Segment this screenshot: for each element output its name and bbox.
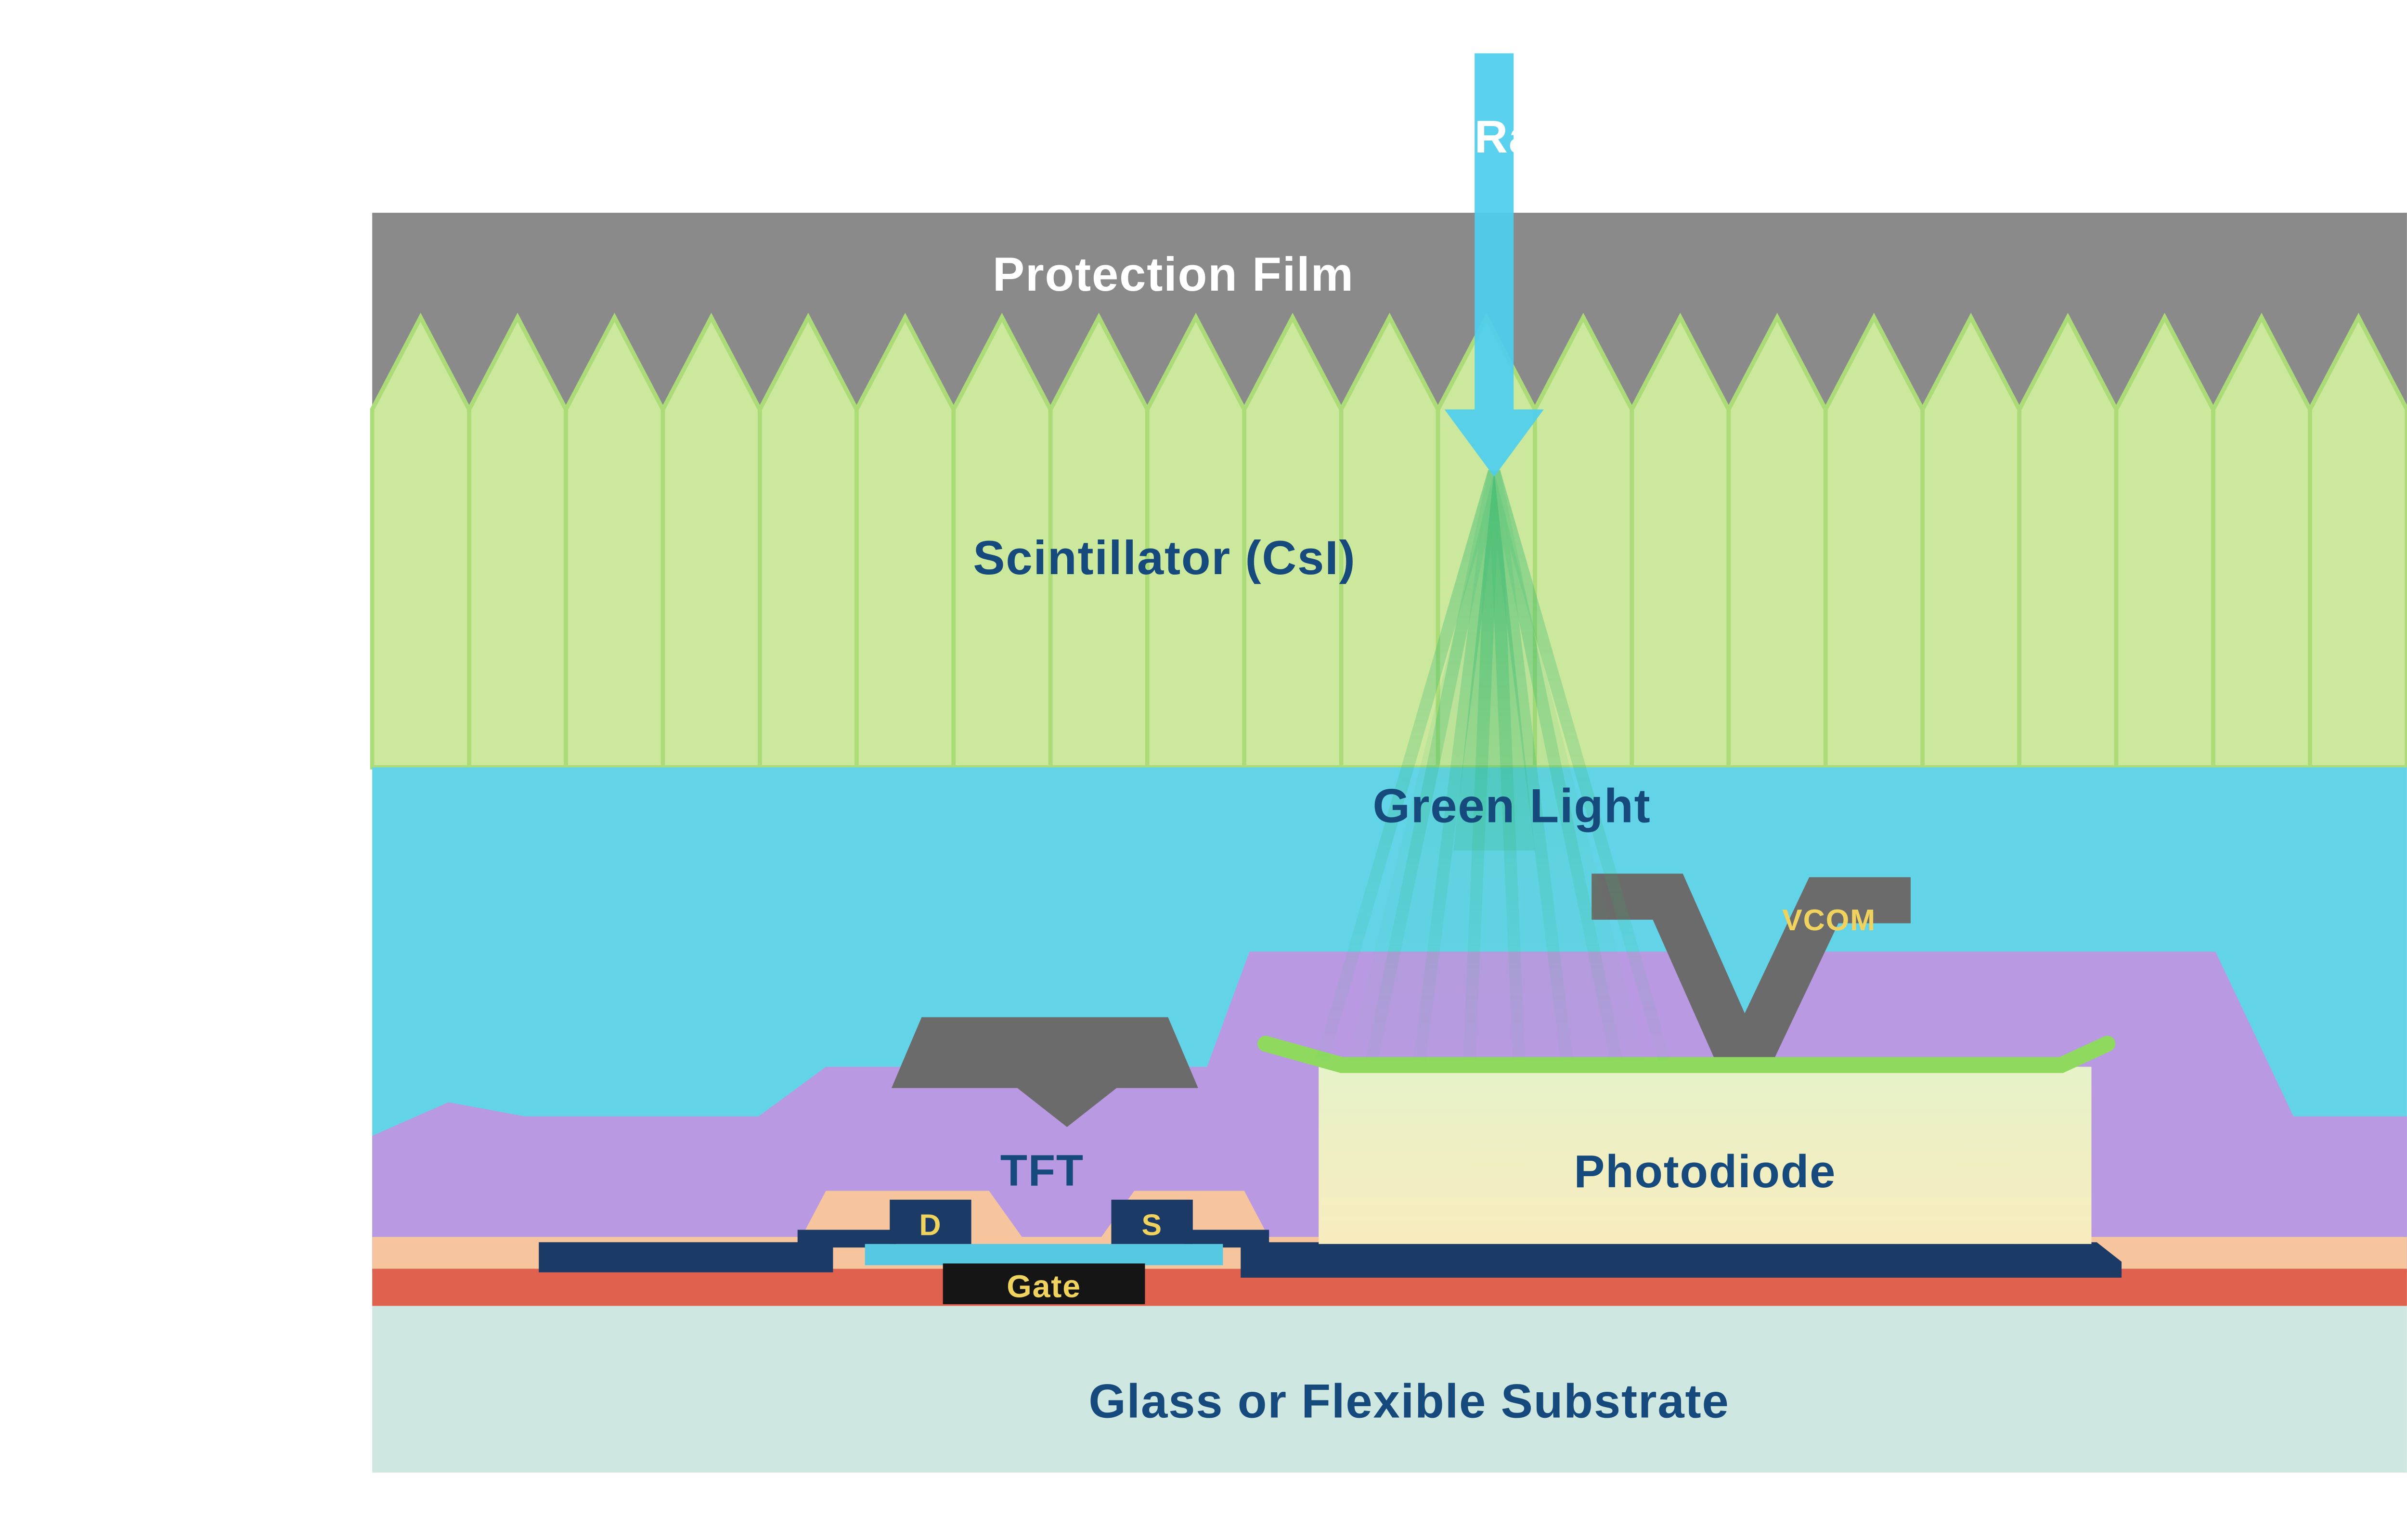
protection-film-label: Protection Film xyxy=(993,248,1354,301)
photodiode-top-contact xyxy=(1257,1036,2116,1073)
substrate-label: Glass or Flexible Substrate xyxy=(1088,1375,1729,1428)
gate-label: Gate xyxy=(1007,1269,1081,1304)
tft-label: TFT xyxy=(1000,1145,1084,1195)
source-electrode xyxy=(1111,1199,1193,1244)
gate-line-electrode xyxy=(891,1017,1198,1127)
drain-label: D xyxy=(919,1208,942,1242)
substrate-layer xyxy=(372,1306,2407,1473)
gate-electrode xyxy=(943,1263,1145,1305)
xray-label: X-Ray xyxy=(1426,111,1562,163)
vcom-label: VCOM xyxy=(1782,903,1876,937)
green-light-rays xyxy=(1316,470,1670,1062)
photodiode-label: Photodiode xyxy=(1574,1146,1836,1197)
semiconductor-channel xyxy=(865,1244,1223,1266)
scintillator-label: Scintillator (CsI) xyxy=(973,531,1356,585)
xray-arrow xyxy=(1444,53,1544,477)
drain-electrode xyxy=(890,1199,971,1244)
metal-line-right xyxy=(1241,1242,2122,1278)
metal-line-left xyxy=(539,1242,833,1272)
photodiode-body xyxy=(1319,1066,2092,1244)
scintillator-columns xyxy=(370,312,2407,770)
source-label: S xyxy=(1141,1208,1163,1242)
green-light-label: Green Light xyxy=(1373,780,1651,833)
